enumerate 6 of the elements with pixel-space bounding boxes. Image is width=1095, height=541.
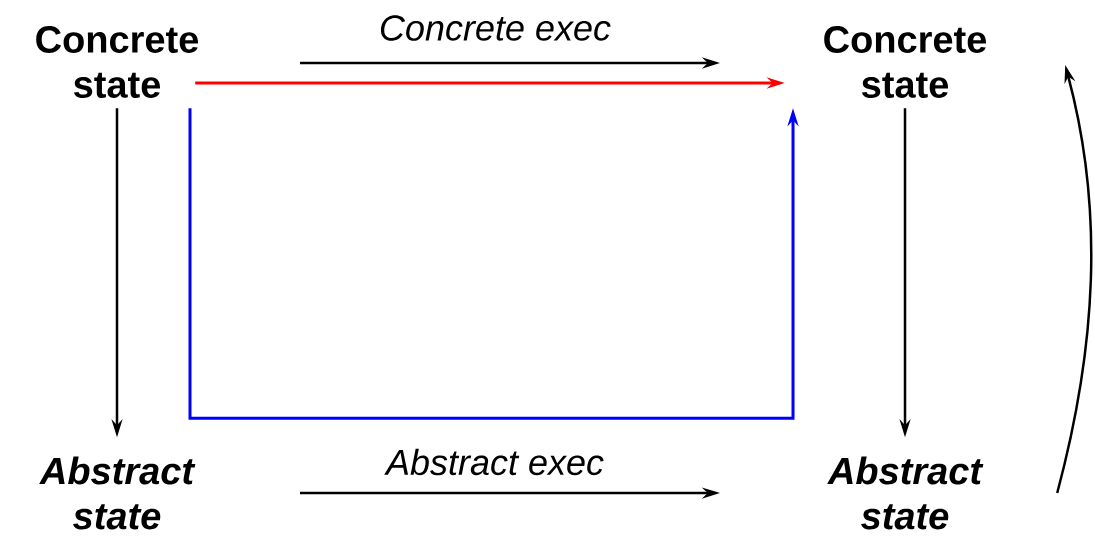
state-label: Abstract state — [39, 456, 196, 530]
state-label: Concrete state — [824, 26, 987, 98]
arrow-label: Abstract exec — [384, 448, 604, 476]
state-label: Abstract state — [827, 456, 984, 530]
arrow-label: Concrete exec — [380, 15, 611, 41]
state-label: Concrete state — [36, 26, 199, 98]
